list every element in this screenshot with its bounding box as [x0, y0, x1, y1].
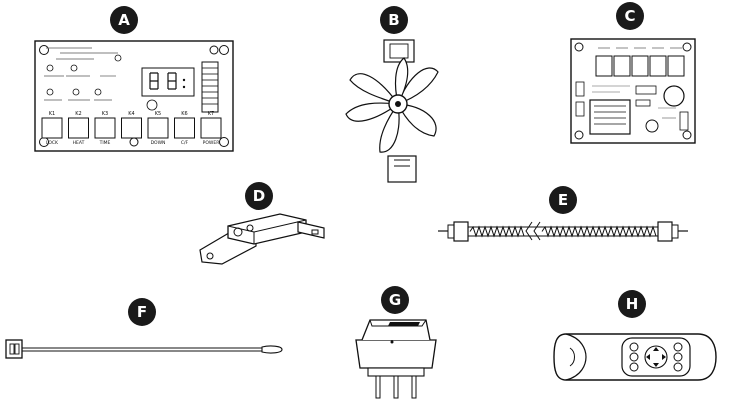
board-a-key-label: K2	[75, 111, 81, 117]
part-c-control-board	[570, 38, 696, 144]
part-b-badge: B	[380, 6, 408, 34]
board-a-key-label: K3	[102, 111, 108, 117]
part-d-badge: D	[245, 182, 273, 210]
part-e-badge: E	[549, 186, 577, 214]
board-a-key	[200, 117, 222, 139]
board-a-key-label: K4	[128, 111, 134, 117]
part-e-heating-element	[438, 221, 688, 242]
board-a-key-label: K5	[155, 111, 161, 117]
part-b-fan	[345, 39, 439, 183]
part-g-badge: G	[381, 286, 409, 314]
part-h-badge: H	[618, 290, 646, 318]
board-a-key-caption: LOCK	[46, 140, 59, 146]
board-a-key-label: K7	[208, 111, 214, 117]
part-c-badge: C	[616, 2, 644, 30]
board-a-key	[174, 117, 195, 139]
board-a-key	[68, 117, 89, 139]
board-a-key-caption: DOWN	[151, 140, 166, 146]
board-a-key	[147, 117, 169, 139]
board-a-key-caption: C/F	[181, 140, 189, 146]
part-h-remote-control	[553, 333, 717, 381]
board-a-key	[121, 117, 142, 139]
part-d-thermal-cutoff	[199, 213, 325, 265]
board-a-key	[41, 117, 63, 139]
heating-coil	[469, 225, 657, 238]
board-a-key-caption: TIME	[99, 140, 111, 146]
board-a-key-caption: POWER	[203, 140, 220, 146]
board-a-key	[94, 117, 116, 139]
part-f-temperature-sensor	[5, 339, 283, 359]
board-a-key-label: K6	[181, 111, 187, 117]
board-a-key-caption: HEAT	[73, 140, 85, 146]
board-a-key-label: K1	[49, 111, 55, 117]
part-g-rocker-switch	[355, 319, 437, 399]
part-a-badge: A	[110, 6, 138, 34]
part-f-badge: F	[128, 298, 156, 326]
